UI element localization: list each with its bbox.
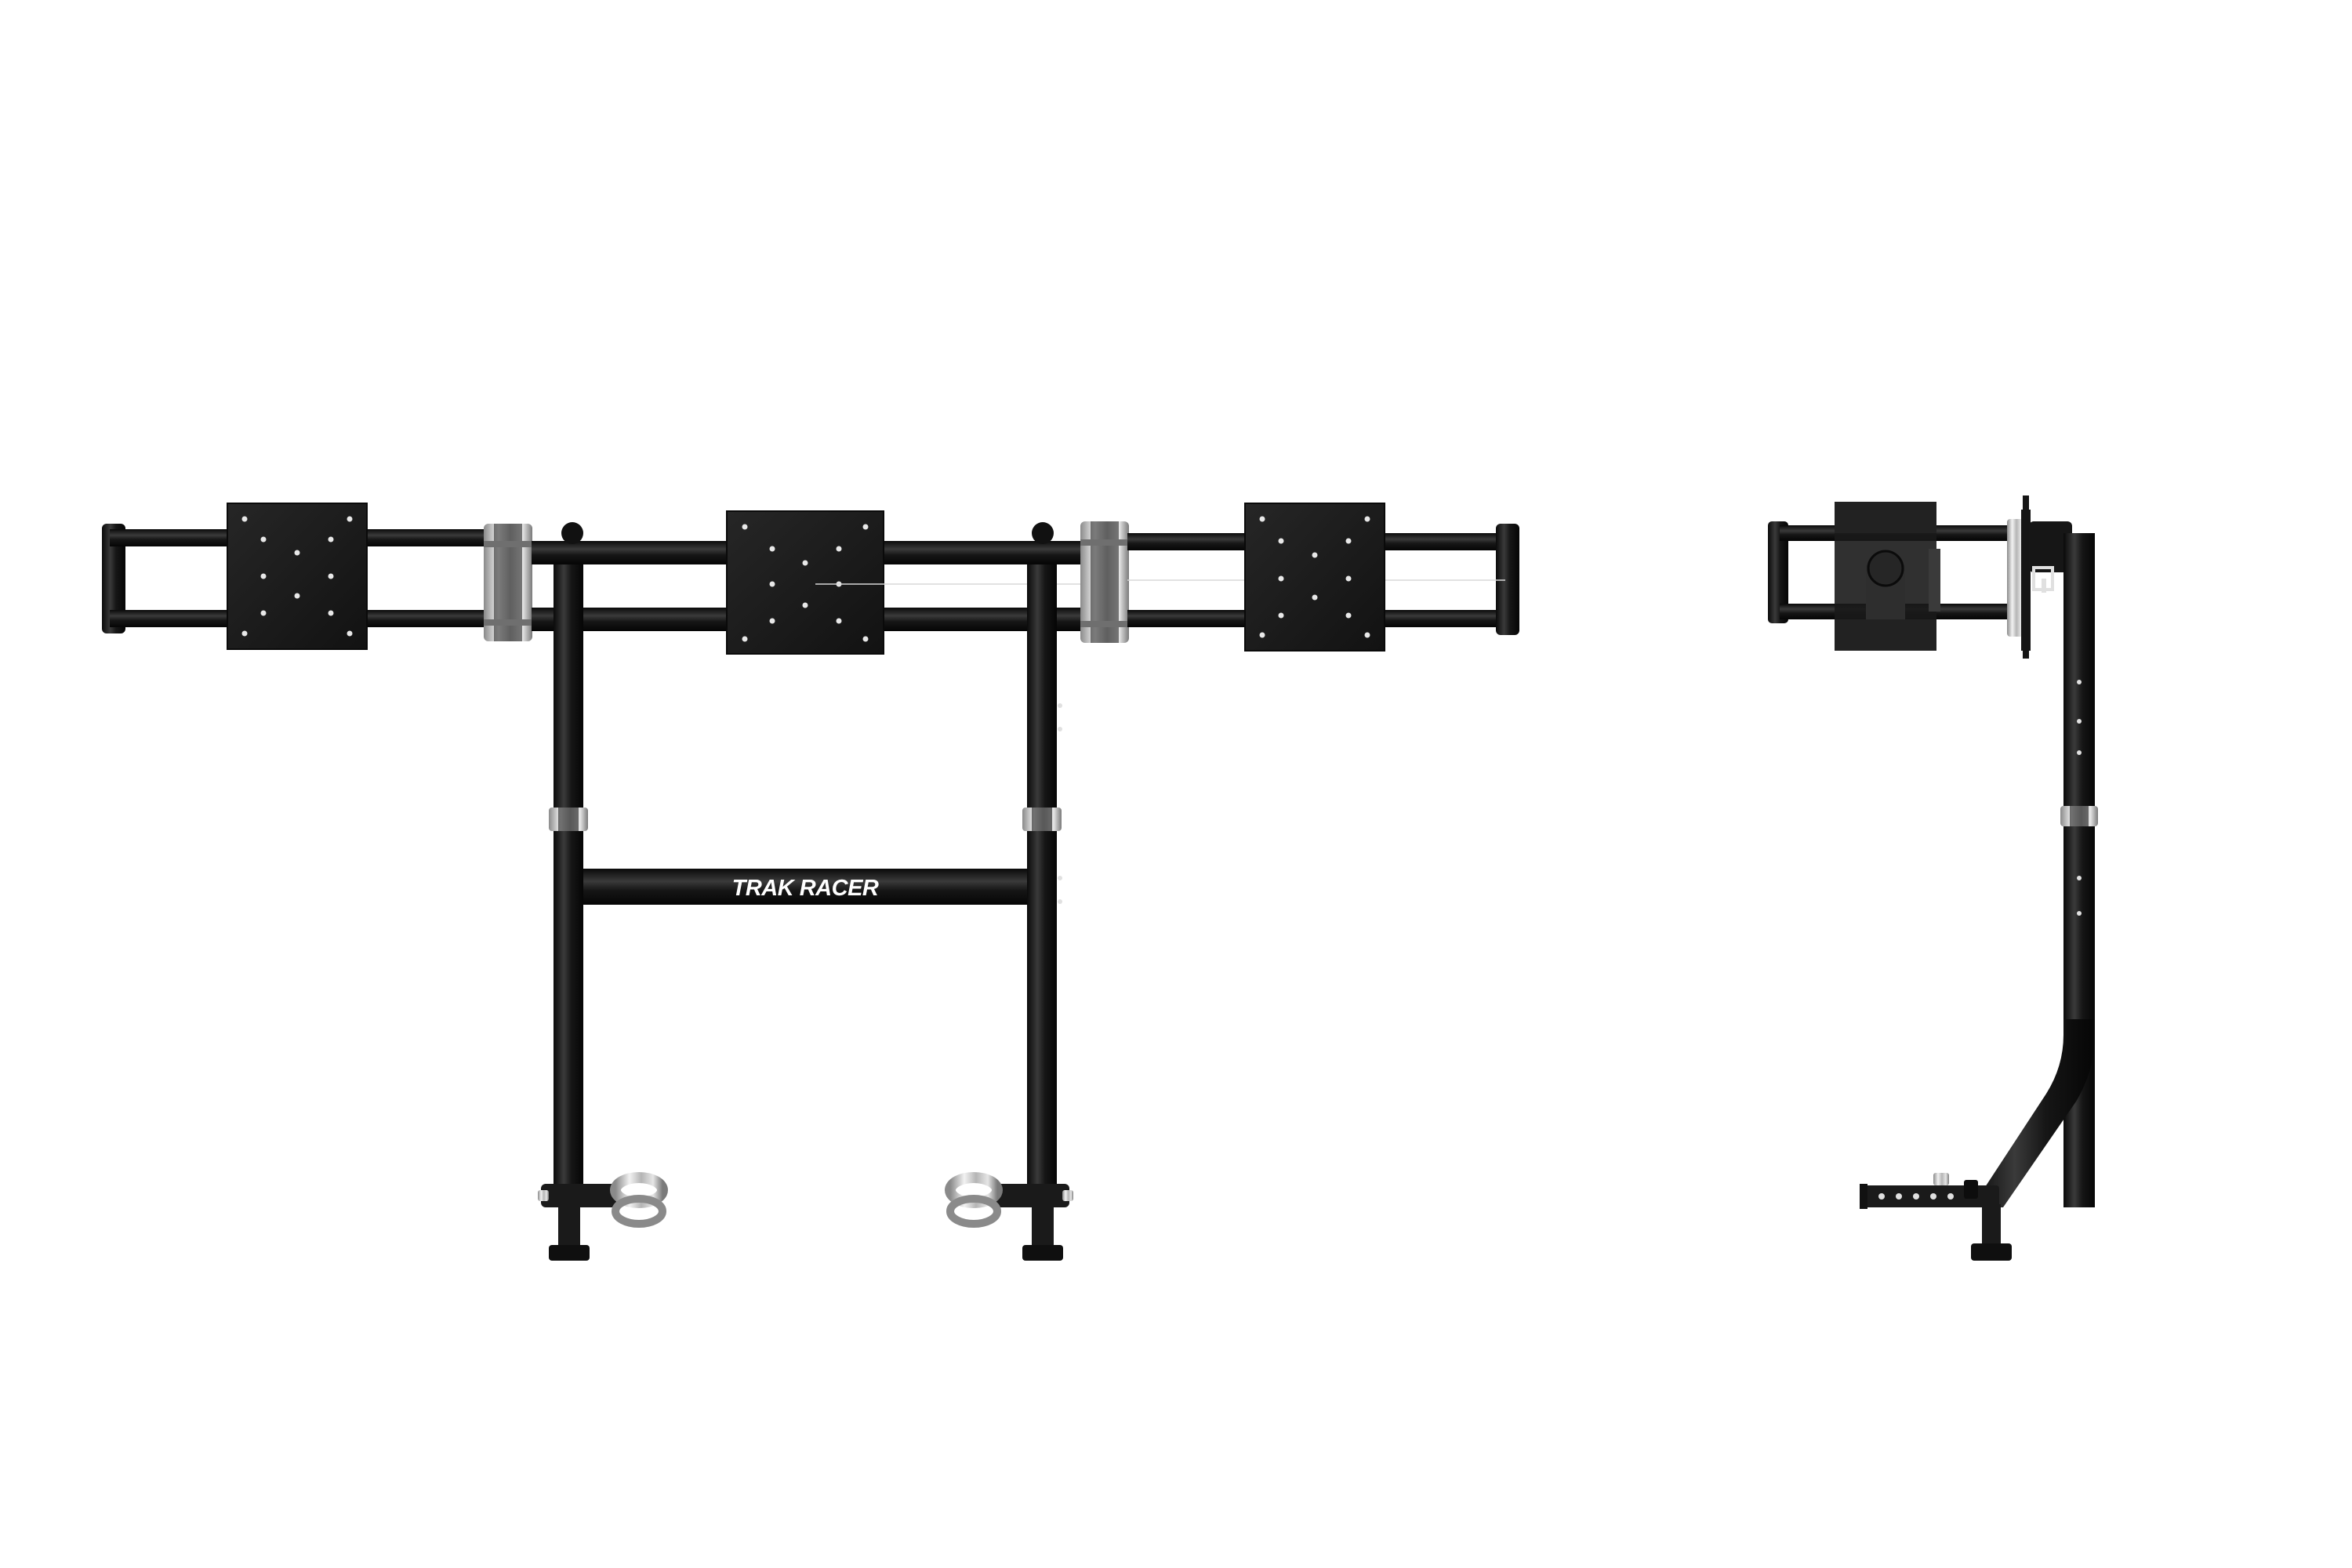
side-logo-mark: [2032, 566, 2054, 593]
center-crossbeams: [532, 522, 1104, 631]
right-hinge-clamp: [1080, 521, 1129, 643]
side-base-foot: [1860, 1173, 2012, 1261]
side-view: [1768, 495, 2098, 1261]
left-monitor-plate: [227, 503, 368, 650]
right-foot-clamp: [945, 1172, 1073, 1261]
front-view: TRAK RACER: [102, 503, 1519, 1261]
right-upright: [1022, 564, 1062, 1207]
brand-label: TRAK RACER: [732, 876, 879, 901]
left-upright: [549, 564, 589, 1207]
center-monitor-plate: [726, 510, 884, 655]
side-curved-leg: [1972, 1019, 2095, 1207]
right-monitor-plate: [1244, 503, 1385, 652]
left-foot-clamp: [538, 1172, 668, 1261]
side-monitor-plate: [1835, 502, 1936, 651]
left-plate-holes: [241, 516, 353, 637]
right-plate-holes: [1259, 516, 1370, 638]
brand-crossbar: [583, 869, 1027, 905]
left-hinge-clamp: [484, 524, 532, 641]
side-hinge-clamp: [2007, 495, 2031, 659]
